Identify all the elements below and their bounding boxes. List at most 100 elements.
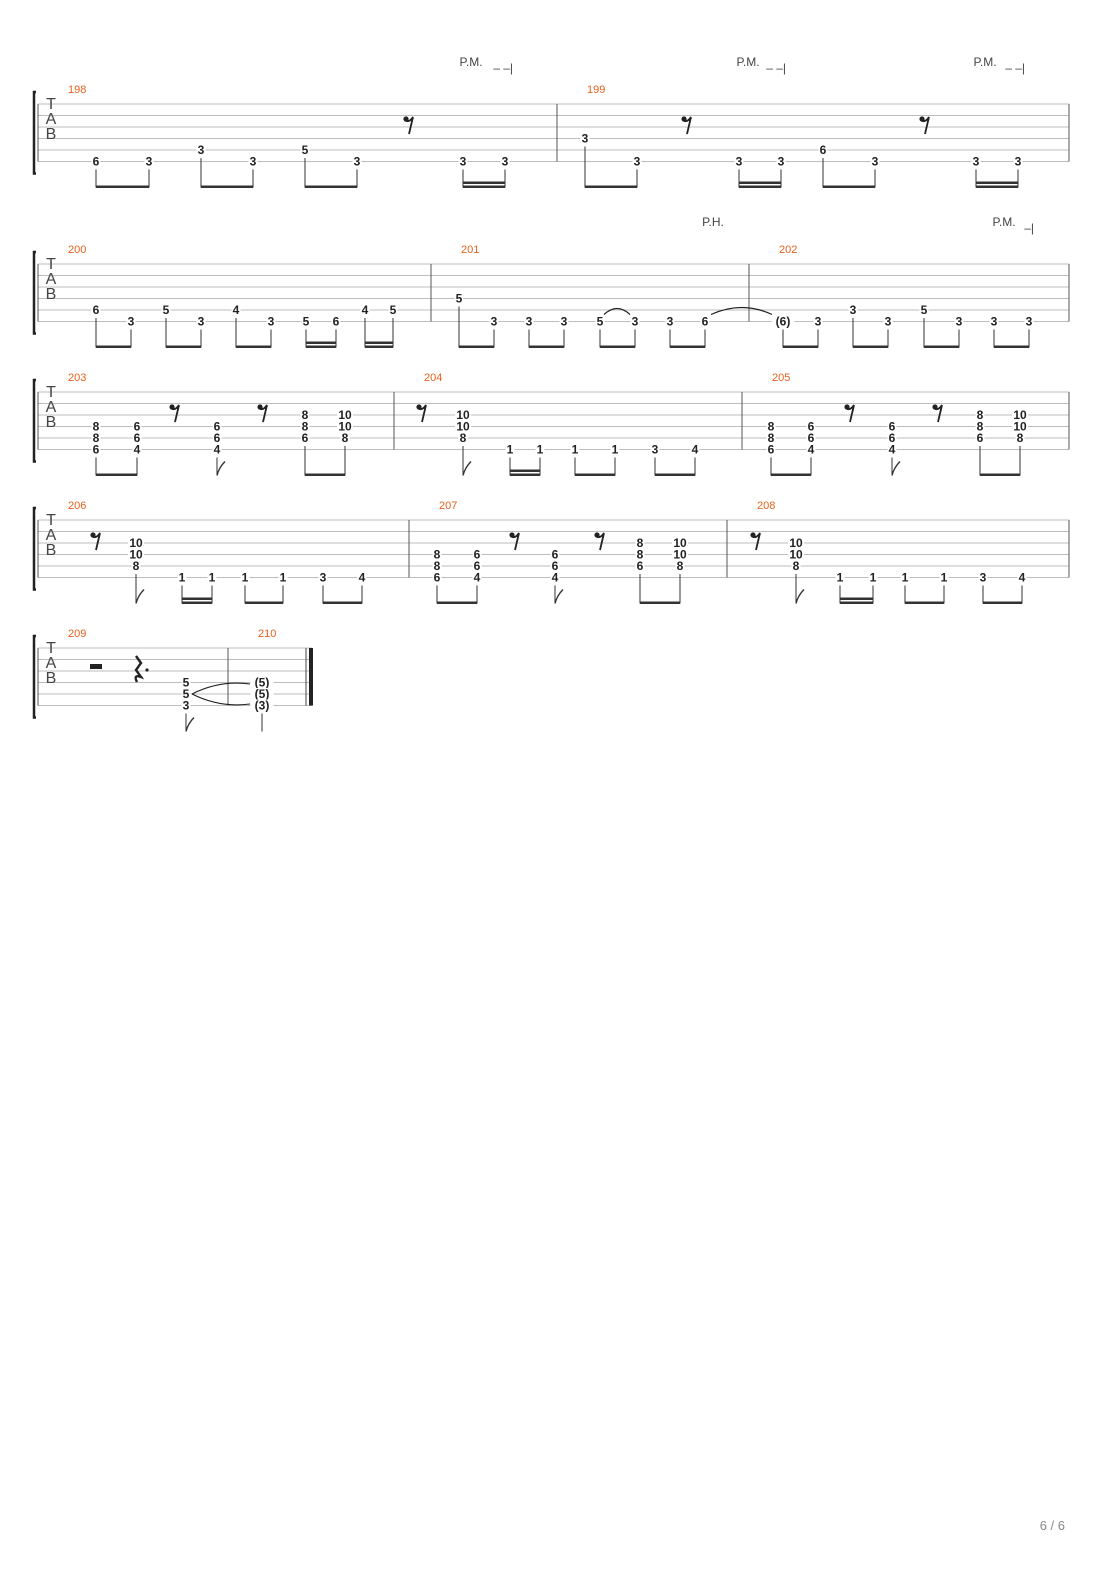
fret-mask (806, 432, 816, 444)
fret-number: 6 (977, 431, 984, 445)
beam (994, 345, 1029, 348)
fret-mask (337, 420, 353, 433)
fret-mask (300, 144, 310, 156)
beam (365, 345, 393, 348)
fret-mask (144, 155, 154, 168)
fret-mask (181, 699, 191, 712)
fret-mask (455, 409, 471, 421)
fret-number: 6 (552, 559, 559, 573)
fret-number: 5 (921, 303, 928, 317)
fret-number: 4 (214, 443, 221, 457)
beam (245, 601, 283, 604)
fret-number: 10 (338, 420, 352, 434)
fret-number: 3 (885, 315, 892, 329)
fret-mask (301, 315, 311, 328)
beam-16th (976, 181, 1018, 184)
beam (585, 185, 637, 188)
measure-number: 210 (258, 628, 276, 640)
fret-number: 3 (815, 315, 822, 329)
fret-mask (771, 315, 795, 328)
fret-number: 8 (434, 548, 441, 562)
tie (710, 306, 773, 316)
beam (840, 601, 873, 604)
fret-number: 8 (637, 548, 644, 562)
fret-number: 5 (456, 292, 463, 306)
fret-mask (954, 315, 964, 328)
beam (853, 345, 888, 348)
fret-number: 6 (474, 548, 481, 562)
fret-mask (231, 304, 241, 316)
fret-number: 3 (460, 155, 467, 169)
tab-clef-letter: T (46, 256, 56, 273)
eighth-rest (919, 116, 930, 135)
fret-mask (806, 420, 816, 433)
fret-number: 1 (507, 443, 514, 457)
fret-number: (3) (255, 699, 270, 713)
fret-number: 10 (789, 548, 803, 562)
fret-mask (432, 560, 442, 572)
fret-number: 8 (768, 431, 775, 445)
fret-number: 8 (793, 559, 800, 573)
fret-number: 8 (977, 420, 984, 434)
fret-number: 10 (673, 536, 687, 550)
note-flag (891, 461, 901, 476)
fret-number: 3 (198, 315, 205, 329)
fret-number: 5 (303, 315, 310, 329)
note-flag (135, 589, 145, 604)
fret-mask (971, 155, 981, 168)
fret-mask (900, 571, 910, 584)
fret-mask (818, 144, 828, 156)
fret-number: 1 (537, 443, 544, 457)
fret-mask (887, 443, 897, 456)
fret-mask (196, 144, 206, 156)
fret-mask (700, 315, 710, 328)
fret-number: 3 (582, 132, 589, 146)
beam (783, 345, 818, 348)
fret-number: 6 (808, 431, 815, 445)
fret-number: 8 (302, 420, 309, 434)
fret-mask (766, 443, 776, 456)
fret-number: 8 (93, 420, 100, 434)
beam (305, 185, 357, 188)
beam-16th (840, 597, 873, 600)
fret-number: 3 (250, 155, 257, 169)
eighth-rest (844, 404, 855, 423)
beam (236, 345, 271, 348)
fret-number: 6 (889, 420, 896, 434)
fret-number: 3 (268, 315, 275, 329)
fret-number: 6 (889, 431, 896, 445)
fret-mask (1012, 420, 1028, 433)
eighth-rest (403, 116, 414, 135)
fret-number: 3 (632, 315, 639, 329)
fret-mask (458, 432, 468, 444)
fret-mask (1017, 571, 1027, 584)
fret-number: 10 (456, 420, 470, 434)
fret-mask (650, 443, 660, 456)
fret-mask (132, 420, 142, 433)
dotted-quarter-rest (134, 655, 149, 683)
measure-number: 201 (461, 244, 479, 256)
fret-mask (989, 315, 999, 328)
fret-mask (388, 304, 398, 316)
eighth-rest (681, 116, 692, 135)
eighth-rest (257, 404, 268, 423)
fret-mask (1013, 155, 1023, 168)
fret-mask (432, 548, 442, 561)
fret-number: 3 (146, 155, 153, 169)
fret-number: 6 (93, 303, 100, 317)
beam (771, 473, 811, 476)
fret-number: 3 (183, 699, 190, 713)
fret-mask (489, 315, 499, 328)
fret-mask (868, 571, 878, 584)
beam-16th (739, 181, 781, 184)
fret-mask (131, 560, 141, 572)
fret-mask (454, 292, 464, 305)
fret-number: 10 (1013, 420, 1027, 434)
measure-number: 206 (68, 500, 86, 512)
fret-mask (635, 560, 645, 572)
beam (459, 345, 494, 348)
fret-number: 4 (1019, 571, 1026, 585)
measure-number: 198 (68, 84, 86, 96)
fret-number: 4 (362, 303, 369, 317)
